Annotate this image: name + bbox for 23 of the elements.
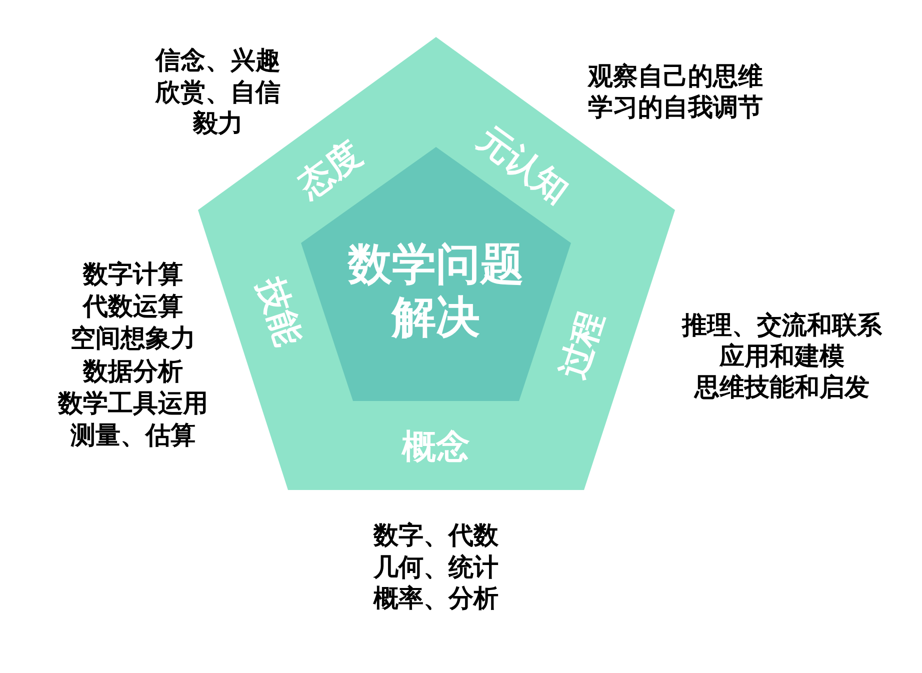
note-text: 思维技能和启发 [694, 374, 870, 400]
note-text: 数学工具运用 [58, 390, 208, 416]
note-text: 测量、估算 [70, 422, 196, 448]
note-text: 观察自己的思维 [588, 64, 763, 88]
segment-label: 态度 [292, 136, 368, 204]
note-text: 数据分析 [83, 358, 183, 384]
segment-label: 概念 [402, 430, 470, 464]
segment-label: 技能 [252, 274, 306, 350]
note-text: 几何、统计 [374, 554, 498, 580]
note-text: 学习的自我调节 [588, 94, 763, 120]
note-text: 数字计算 [83, 262, 183, 286]
center-title: 数学问题解决 [346, 238, 525, 344]
segment-label: 过程 [555, 307, 609, 383]
note-text: 空间想象力 [70, 326, 196, 350]
note-text: 概率、分析 [374, 586, 498, 610]
note-text: 代数运算 [83, 294, 183, 318]
note-text: 信念、兴趣 [156, 48, 280, 72]
note-text: 欣赏、自信 [156, 80, 280, 104]
note-text: 推理、交流和联系 [682, 312, 882, 338]
segment-label: 元认知 [472, 121, 574, 209]
note-text: 应用和建模 [720, 344, 844, 368]
note-text: 数字、代数 [374, 522, 498, 548]
note-text: 毅力 [193, 110, 243, 136]
